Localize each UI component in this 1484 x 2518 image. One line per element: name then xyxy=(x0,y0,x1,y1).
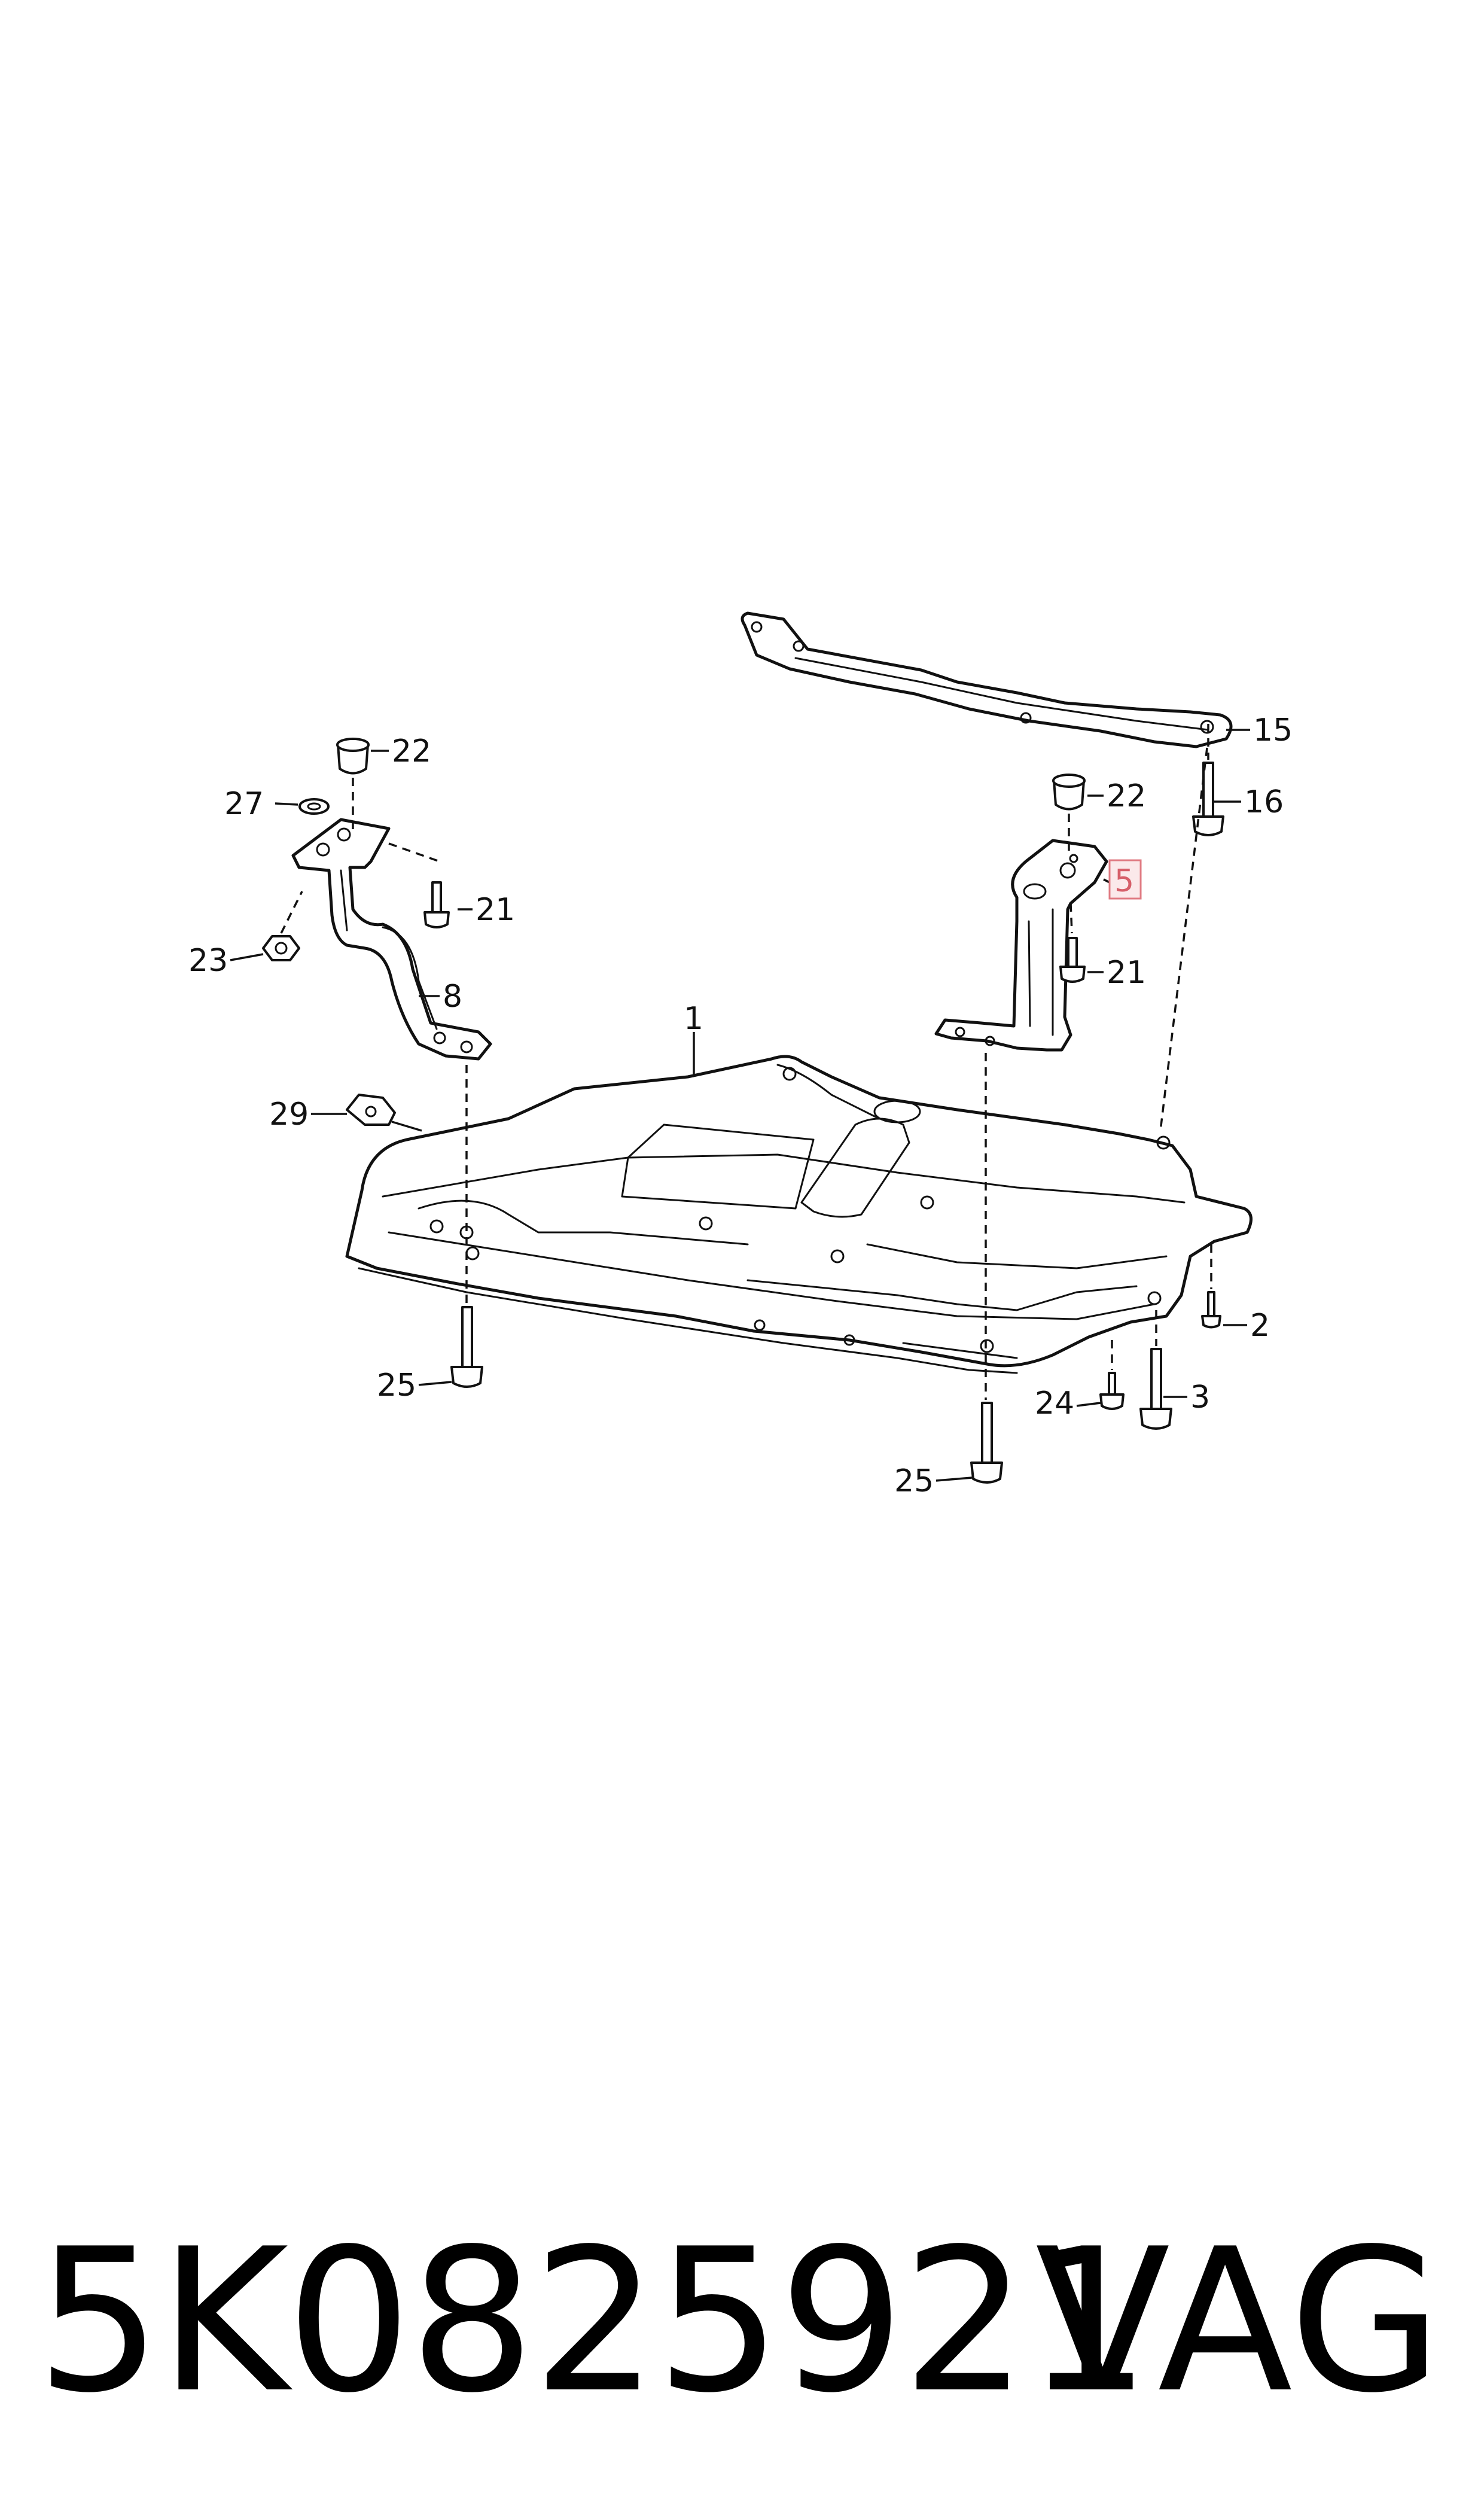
leader-lines xyxy=(230,729,1250,1482)
callout-22-left: 22 xyxy=(392,733,431,769)
bolt-part-25-left xyxy=(450,1306,483,1388)
callout-5-highlight xyxy=(1108,859,1142,900)
callout-21-left: 21 xyxy=(476,892,515,928)
callout-8: 8 xyxy=(443,979,462,1015)
bolt-part-3 xyxy=(1139,1348,1172,1430)
grommet-part-22-left xyxy=(336,738,370,775)
brand-name: VAG xyxy=(1035,2206,1442,2436)
callout-15: 15 xyxy=(1253,713,1293,748)
washer-part-27 xyxy=(298,798,330,815)
callout-5: 5 xyxy=(1114,863,1134,899)
callout-labels: 1 2 3 5 8 15 16 21 21 22 22 23 24 25 25 … xyxy=(188,713,1293,1499)
callout-22-right: 22 xyxy=(1107,778,1146,814)
footer: 5K0825921 VAG xyxy=(0,2213,1484,2429)
clip-part-29 xyxy=(346,1094,396,1126)
underbody-panel-part-1 xyxy=(345,1055,1253,1374)
callout-2: 2 xyxy=(1250,1308,1270,1344)
callout-25-right: 25 xyxy=(894,1463,934,1499)
bolt-part-2 xyxy=(1201,1291,1221,1329)
bolt-part-21-right xyxy=(1059,937,1086,983)
callout-1: 1 xyxy=(684,1001,703,1037)
callout-21-right: 21 xyxy=(1107,955,1146,991)
callout-25-left: 25 xyxy=(377,1368,416,1403)
callout-27: 27 xyxy=(224,786,264,822)
part-number: 5K0825921 xyxy=(36,2206,1151,2436)
bolt-part-16 xyxy=(1192,762,1224,836)
callout-16: 16 xyxy=(1244,784,1284,820)
bolt-part-25-right xyxy=(970,1402,1003,1484)
bolt-part-21-left xyxy=(423,881,450,928)
callout-23: 23 xyxy=(188,943,228,979)
callout-24: 24 xyxy=(1035,1386,1074,1421)
nut-part-23 xyxy=(262,935,300,961)
grommet-part-22-right xyxy=(1052,774,1086,811)
bolt-part-24 xyxy=(1099,1372,1125,1410)
callout-29: 29 xyxy=(269,1097,309,1132)
assembly-lines xyxy=(280,724,1212,1400)
callout-3: 3 xyxy=(1190,1380,1210,1415)
left-bracket-part-8 xyxy=(291,818,492,1061)
cross-brace-part-15 xyxy=(741,611,1233,748)
right-bracket-part-5 xyxy=(934,839,1108,1052)
